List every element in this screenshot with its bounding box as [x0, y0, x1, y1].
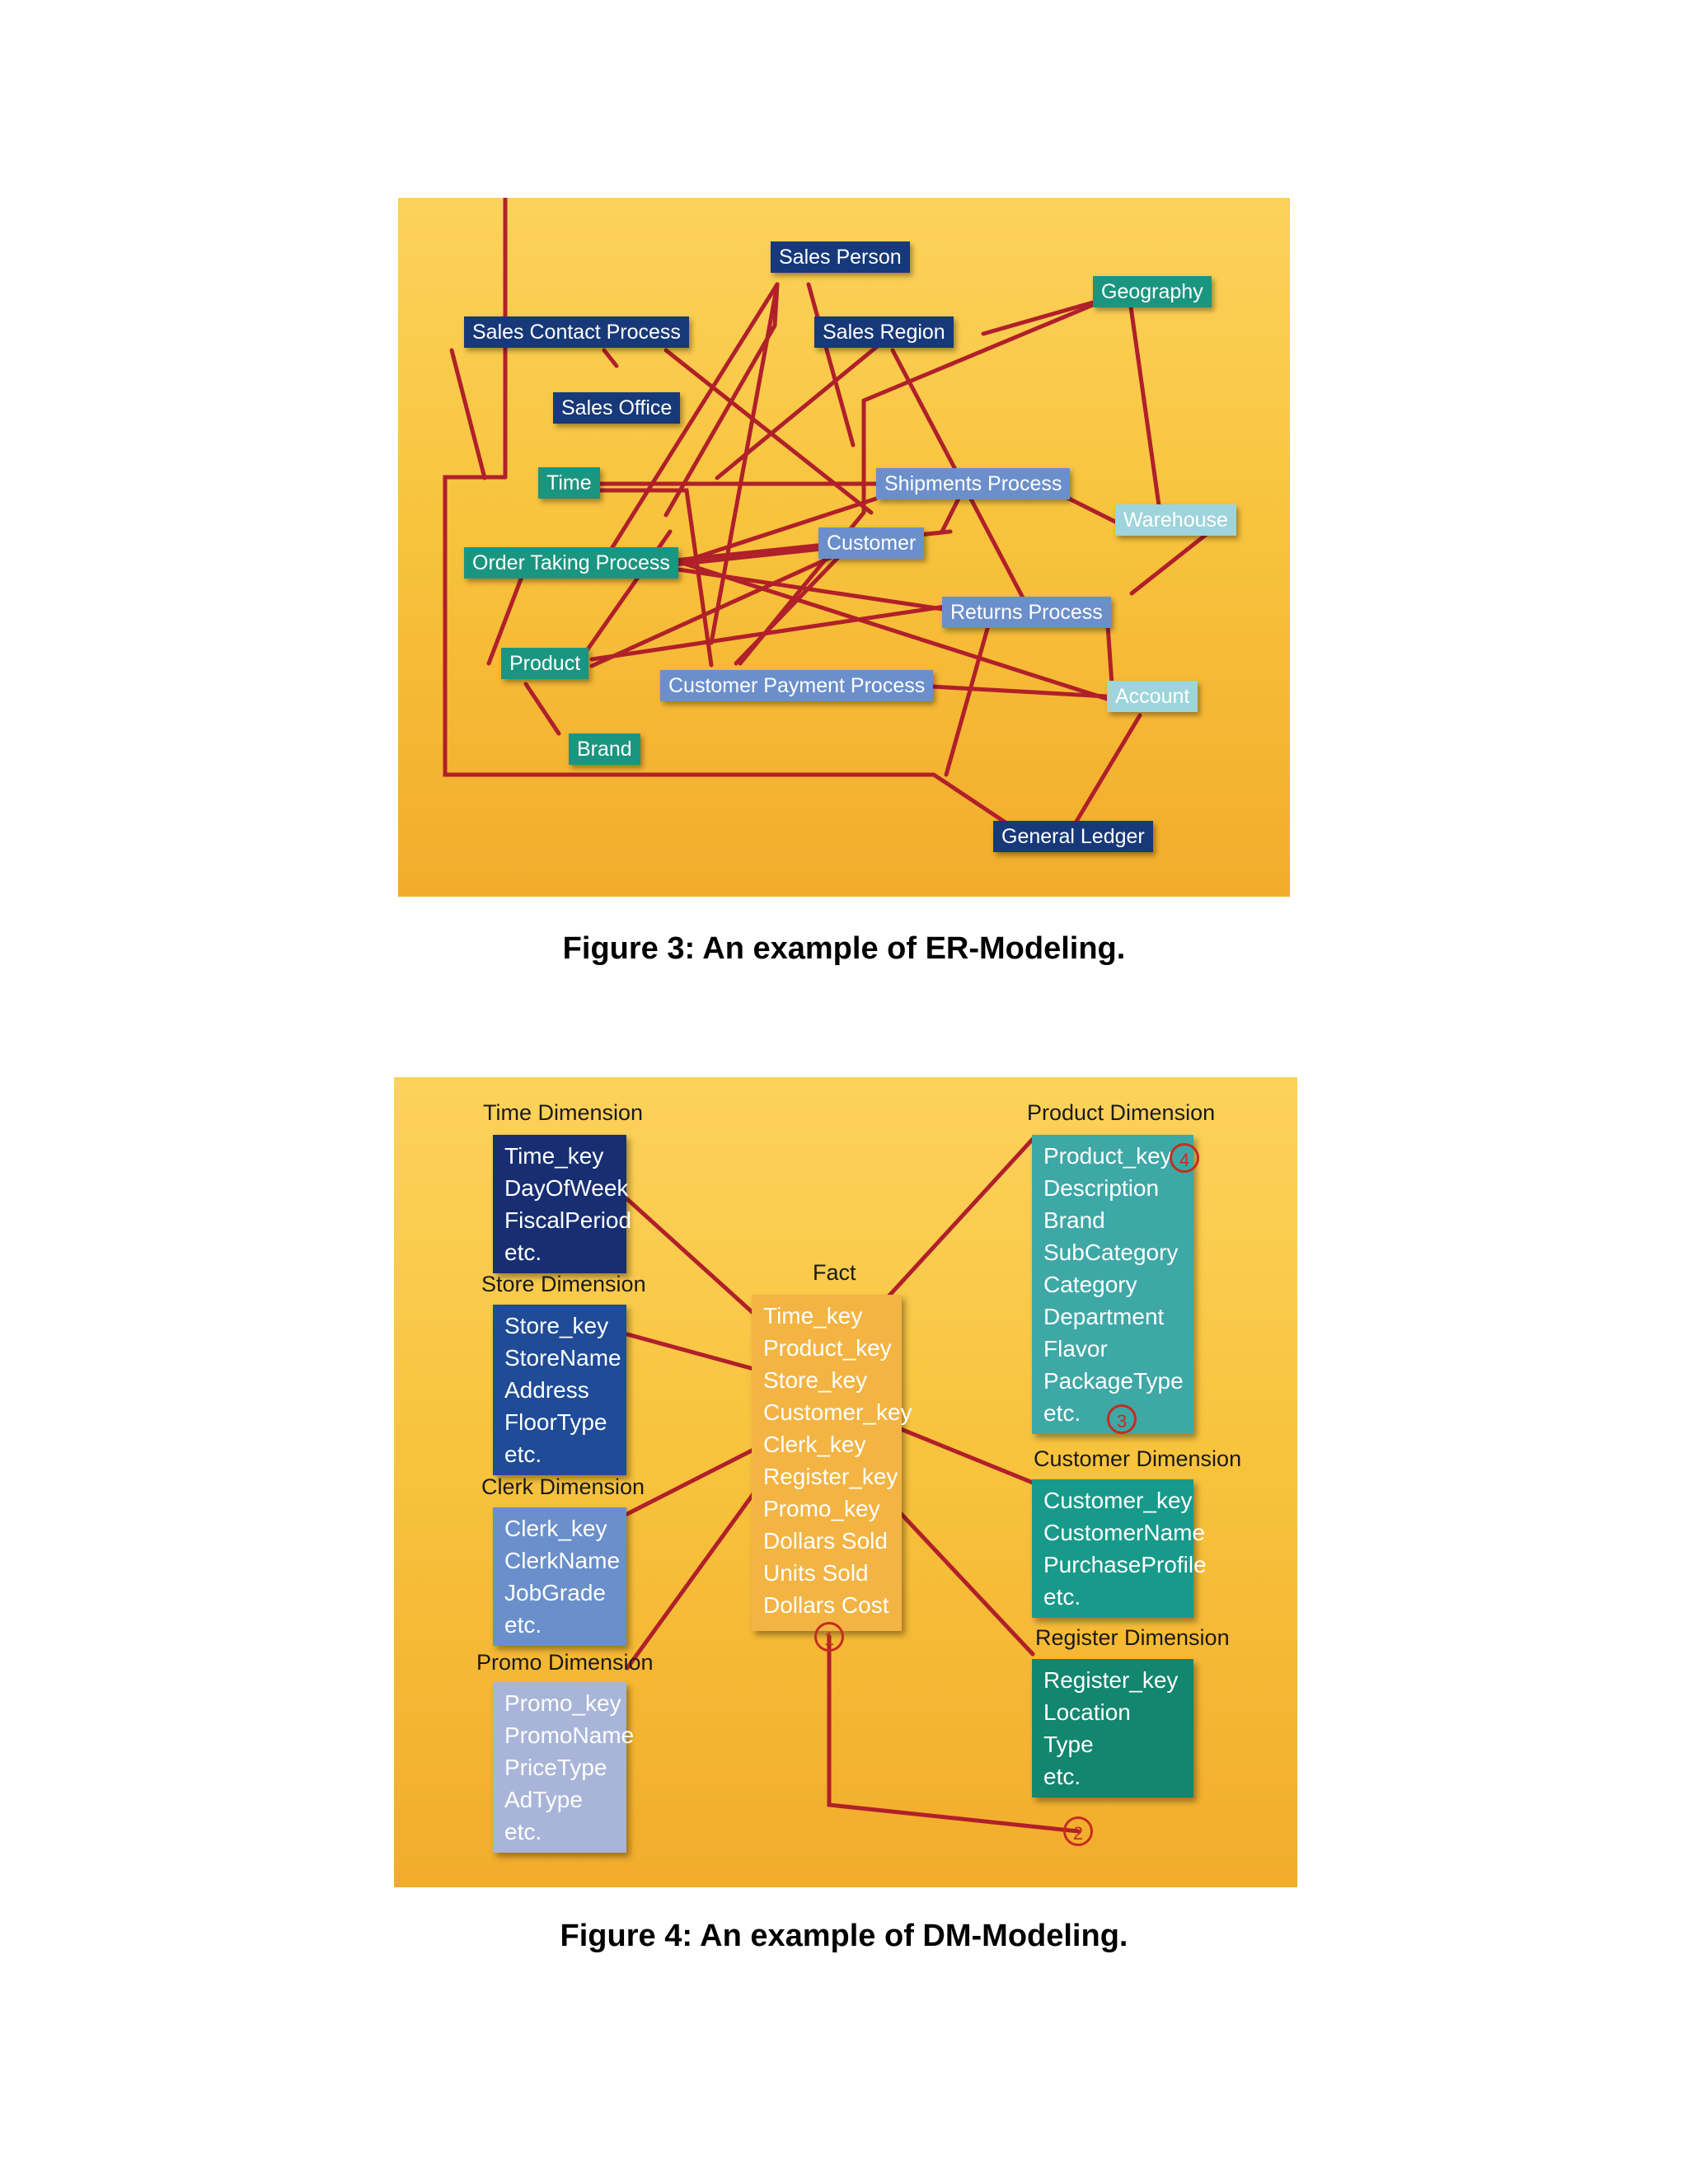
promo-dimension-table: Promo_key PromoName PriceType AdType etc…	[493, 1682, 635, 1853]
field: etc.	[504, 1240, 542, 1265]
field: Customer_key	[763, 1399, 912, 1425]
entity-shipments-process: Shipments Process	[876, 468, 1071, 499]
product-dimension-table: Product_key Description Brand SubCategor…	[1032, 1135, 1193, 1434]
field: Promo_key	[504, 1690, 621, 1716]
field: FiscalPeriod	[504, 1207, 632, 1233]
field: Product_key	[1043, 1143, 1172, 1169]
field: ClerkName	[504, 1548, 621, 1573]
entity-warehouse: Warehouse	[1115, 504, 1236, 536]
register-dimension-table: Register_key Location Type etc.	[1032, 1659, 1193, 1797]
er-model-diagram: Sales Person Geography Sales Contact Pro…	[398, 198, 1290, 897]
register-dimension-title: Register Dimension	[1035, 1625, 1230, 1650]
field: etc.	[504, 1612, 542, 1638]
promo-dimension-title: Promo Dimension	[476, 1650, 654, 1675]
field: JobGrade	[504, 1580, 606, 1605]
marker-4: 4	[1170, 1143, 1199, 1173]
field: SubCategory	[1043, 1240, 1179, 1265]
field: Units Sold	[763, 1560, 869, 1586]
entity-sales-office: Sales Office	[553, 392, 681, 424]
field: Time_key	[504, 1143, 604, 1169]
field: PurchaseProfile	[1043, 1552, 1207, 1577]
field: PriceType	[504, 1755, 607, 1780]
marker-1: 1	[814, 1622, 844, 1652]
field: Location	[1043, 1699, 1131, 1725]
store-dimension-table: Store_key StoreName Address FloorType et…	[493, 1305, 626, 1475]
clerk-dimension-title: Clerk Dimension	[481, 1474, 645, 1499]
field: etc.	[1043, 1764, 1081, 1789]
field: PromoName	[504, 1722, 635, 1748]
customer-dimension-title: Customer Dimension	[1034, 1446, 1242, 1471]
field: etc.	[504, 1819, 542, 1844]
field: StoreName	[504, 1345, 621, 1371]
field: PackageType	[1043, 1368, 1184, 1394]
entity-order-taking-process: Order Taking Process	[464, 547, 678, 579]
figure-4-caption: Figure 4: An example of DM-Modeling.	[560, 1919, 1128, 1953]
customer-dimension-table: Customer_key CustomerName PurchaseProfil…	[1032, 1479, 1207, 1618]
field: Description	[1043, 1175, 1160, 1201]
marker-3: 3	[1107, 1404, 1137, 1434]
entity-account: Account	[1107, 681, 1198, 712]
field: Flavor	[1043, 1336, 1108, 1361]
dm-model-diagram: Time Dimension Time_key DayOfWeek Fiscal…	[394, 1077, 1297, 1887]
field: Dollars Sold	[763, 1528, 888, 1554]
entity-sales-region: Sales Region	[814, 316, 954, 348]
entity-customer-payment-process: Customer Payment Process	[660, 670, 934, 701]
entity-product: Product	[501, 648, 589, 679]
field: Store_key	[504, 1313, 609, 1338]
entity-general-ledger: General Ledger	[993, 821, 1153, 852]
marker-2: 2	[1063, 1816, 1093, 1846]
field: Product_key	[763, 1335, 892, 1361]
field: Brand	[1043, 1207, 1105, 1233]
field: etc.	[1043, 1584, 1081, 1610]
field: FloorType	[504, 1409, 607, 1435]
store-dimension-title: Store Dimension	[481, 1272, 646, 1296]
field: Type	[1043, 1732, 1094, 1757]
field: Dollars Cost	[763, 1592, 889, 1618]
field: etc.	[504, 1441, 542, 1467]
field: Department	[1043, 1304, 1165, 1329]
field: etc.	[1043, 1400, 1081, 1426]
clerk-dimension-table: Clerk_key ClerkName JobGrade etc.	[493, 1507, 626, 1646]
entity-returns-process: Returns Process	[942, 597, 1111, 628]
field: DayOfWeek	[504, 1175, 629, 1201]
time-dimension-table: Time_key DayOfWeek FiscalPeriod etc.	[493, 1135, 632, 1273]
field: Register_key	[763, 1464, 898, 1489]
field: Address	[504, 1377, 589, 1403]
fact-table-title: Fact	[813, 1260, 856, 1285]
fact-table: Time_key Product_key Store_key Customer_…	[752, 1295, 912, 1631]
field: CustomerName	[1043, 1520, 1206, 1545]
entity-sales-person: Sales Person	[771, 241, 910, 273]
field: AdType	[504, 1787, 583, 1812]
field: Register_key	[1043, 1667, 1179, 1693]
field: Customer_key	[1043, 1488, 1193, 1513]
product-dimension-title: Product Dimension	[1027, 1100, 1216, 1125]
entity-customer: Customer	[818, 527, 925, 559]
entity-brand: Brand	[569, 733, 640, 765]
time-dimension-title: Time Dimension	[483, 1100, 644, 1125]
field: Clerk_key	[504, 1516, 607, 1541]
field: Promo_key	[763, 1496, 880, 1521]
entity-sales-contact-process: Sales Contact Process	[464, 316, 689, 348]
entity-time: Time	[538, 467, 600, 499]
field: Store_key	[763, 1367, 868, 1393]
field: Category	[1043, 1272, 1137, 1297]
field: Clerk_key	[763, 1432, 866, 1457]
field: Time_key	[763, 1303, 863, 1329]
entity-geography: Geography	[1093, 276, 1212, 307]
figure-3-caption: Figure 3: An example of ER-Modeling.	[562, 931, 1126, 966]
